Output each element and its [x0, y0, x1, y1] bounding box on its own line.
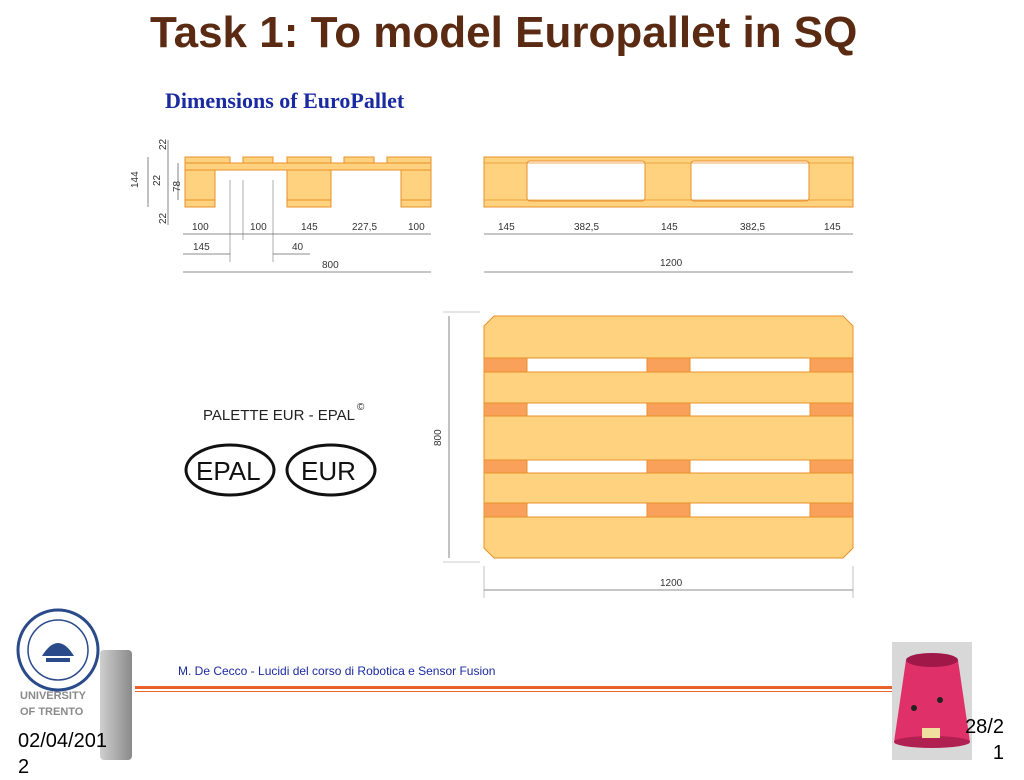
- top-dim-height: 800: [433, 429, 444, 446]
- eur-badge: EUR: [301, 456, 356, 486]
- front-dim-1: 145: [498, 222, 515, 233]
- side-dim-7: 40: [292, 242, 304, 253]
- front-dim-5: 145: [824, 222, 841, 233]
- side-dim-6: 145: [193, 242, 210, 253]
- epal-caption: PALETTE EUR - EPAL: [203, 407, 355, 424]
- page-number: 28/21: [965, 716, 1004, 764]
- side-height-78: 78: [172, 180, 183, 192]
- epal-logo: PALETTE EUR - EPAL © EPAL EUR: [184, 402, 377, 497]
- side-dim-2: 100: [250, 222, 267, 233]
- side-dim-1: 100: [192, 222, 209, 233]
- side-dim-4: 227,5: [352, 222, 377, 233]
- front-view: 145 382,5 145 382,5 145 1200: [483, 156, 854, 273]
- side-height-bottom: 22: [158, 212, 169, 224]
- front-dim-2: 382,5: [574, 222, 599, 233]
- footer-divider: [135, 686, 895, 689]
- epal-badge: EPAL: [196, 456, 261, 486]
- robot-photo: [892, 642, 972, 760]
- side-height-144: 144: [130, 171, 141, 188]
- pallet-drawing: 144 22 22 78 22 100 100 145 227,5 100 14…: [130, 138, 854, 598]
- front-dim-total: 1200: [660, 258, 683, 269]
- side-height-mid: 22: [152, 174, 163, 186]
- side-dim-5: 100: [408, 222, 425, 233]
- side-height-top: 22: [158, 138, 169, 150]
- front-dim-4: 382,5: [740, 222, 765, 233]
- robot-image: [100, 650, 132, 760]
- side-dim-total: 800: [322, 260, 339, 271]
- university-name: UNIVERSITY OF TRENTO: [20, 690, 87, 718]
- slide-title: Task 1: To model Europallet in SQ: [150, 8, 858, 57]
- slide-subtitle: Dimensions of EuroPallet: [165, 88, 405, 113]
- side-dim-3: 145: [301, 222, 318, 233]
- side-view: 144 22 22 78 22 100 100 145 227,5 100 14…: [130, 138, 432, 273]
- footer-text: M. De Cecco - Lucidi del corso di Roboti…: [178, 664, 496, 678]
- slide-date: 02/04/2012: [18, 730, 107, 778]
- university-seal-icon: [16, 608, 100, 692]
- front-dim-3: 145: [661, 222, 678, 233]
- top-dim-width: 1200: [660, 578, 683, 589]
- top-view: 800 1200: [433, 311, 854, 598]
- copyright-symbol: ©: [357, 402, 365, 413]
